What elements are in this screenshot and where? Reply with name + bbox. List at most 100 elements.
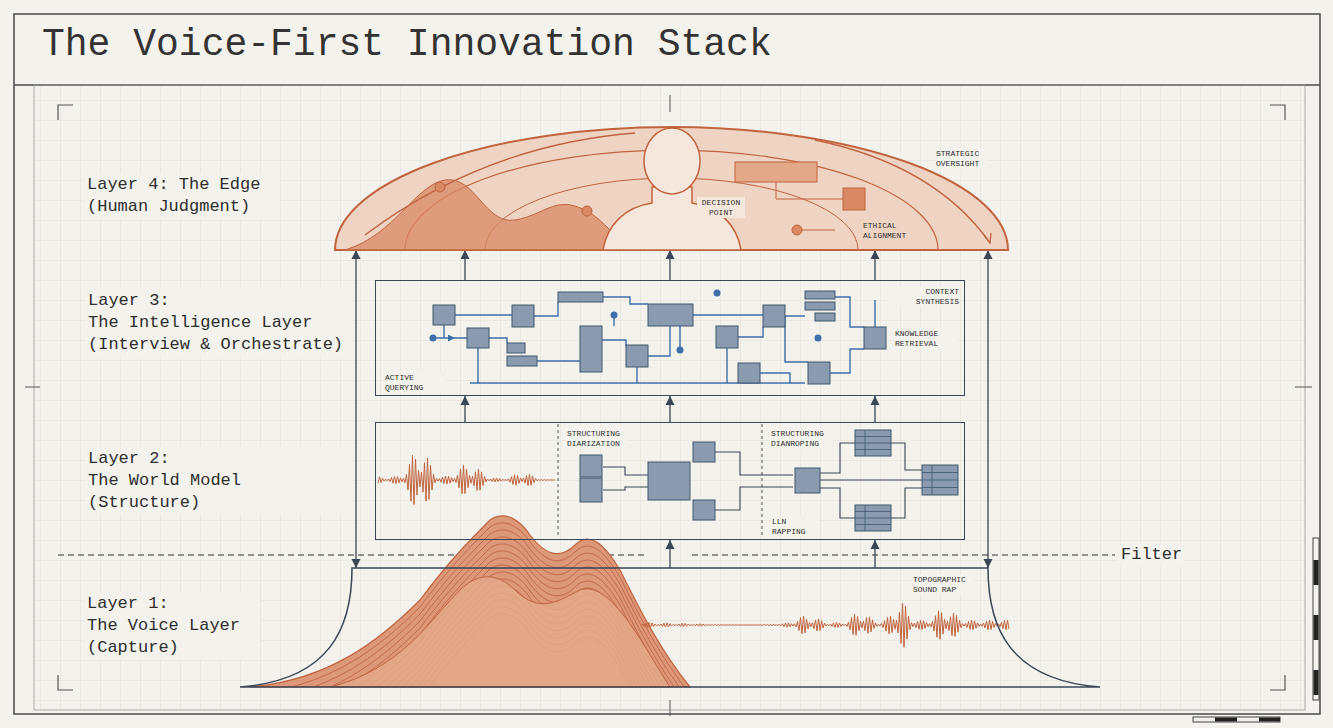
decor-rect (922, 465, 958, 495)
decor-path (250, 565, 690, 728)
decor-path (250, 523, 690, 694)
layer-mound: Layer 1:The Voice Layer (Capture)TOPOGRA… (240, 568, 1100, 687)
connector-arrow (874, 540, 875, 568)
decor-rect (855, 430, 891, 456)
decor-rect (507, 343, 525, 353)
decor-line (855, 449, 891, 450)
decor-path (25, 95, 1312, 716)
connector-arrow (669, 396, 670, 422)
decor-rect (648, 462, 690, 500)
decor-rect (14, 14, 1320, 714)
decor-rect (808, 362, 830, 384)
decor-line (865, 505, 866, 531)
callout-label: KNOWLEDGE RETRIEVAL (894, 328, 958, 349)
decor-rect (580, 455, 602, 477)
decor-line (932, 465, 933, 495)
decor-path (378, 455, 555, 504)
decor-path (984, 233, 991, 243)
decor-path (335, 127, 1008, 250)
decor-path (345, 180, 635, 250)
decor-path (58, 105, 1285, 690)
decor-circle (611, 312, 618, 319)
decor-rect (763, 305, 785, 327)
decor-rect (433, 305, 455, 325)
decor-rect (507, 356, 537, 366)
decor-rect (805, 291, 835, 299)
decor-rect (795, 468, 820, 493)
connector-arrow (874, 250, 875, 280)
decor-rect (855, 505, 891, 531)
decor-circle (815, 335, 822, 342)
layer-heading: Layer 3: (85, 289, 351, 313)
decor-line (855, 524, 891, 525)
connector-arrow (355, 250, 356, 568)
decor-rect (580, 326, 602, 372)
decor-rect (626, 345, 648, 367)
decor-rect (467, 328, 489, 348)
decor-path (558, 424, 762, 538)
layer-box: Layer 2:The World Model (Structure)STRUC… (375, 422, 965, 540)
callout-label: STRUCTURING DIARIZATION (566, 428, 628, 449)
decor-path (776, 182, 843, 199)
layer-heading: Layer 2: (85, 447, 351, 471)
decor-path (250, 558, 690, 728)
callout-label: LLN RAPPING (771, 516, 818, 537)
callout-label: TOPOGRAPHIC SOUND RAP (912, 574, 974, 595)
decor-g (580, 442, 820, 520)
decor-circle (714, 290, 721, 297)
layer-box: Layer 3:The Intelligence Layer (Intervie… (375, 280, 965, 396)
decor-path (1215, 718, 1280, 722)
decor-circle (430, 335, 437, 342)
decor-rect (580, 478, 602, 502)
decor-rect (693, 500, 715, 520)
decor-line (922, 472, 958, 473)
decor-rect (815, 313, 835, 321)
callout-label: STRUCTURING DIANROPING (770, 428, 832, 449)
layer-title: The Voice Layer (Capture) (84, 614, 260, 660)
decor-rect (843, 188, 865, 210)
decor-rect (34, 85, 1305, 710)
callout-label: ACTIVE QUERYING (384, 372, 446, 393)
decor-rect (512, 305, 534, 327)
decor-path (640, 603, 1009, 647)
decor-g (430, 290, 822, 354)
decor-path (365, 133, 635, 235)
decor-path (330, 577, 670, 687)
decor-path (802, 230, 835, 231)
decor-circle (435, 182, 445, 192)
decor-line (855, 436, 891, 437)
connector-arrow (464, 250, 465, 280)
decor-path (250, 530, 690, 701)
decor-g (433, 291, 886, 384)
decor-rect (738, 363, 760, 383)
decor-rect (1193, 717, 1280, 722)
decor-rect (735, 162, 817, 182)
decor-path (815, 140, 990, 243)
decor-rect (648, 304, 693, 326)
decor-path (250, 551, 690, 722)
decor-g (855, 430, 958, 531)
decor-circle (792, 225, 802, 235)
decor-line (922, 487, 958, 488)
decor-path (250, 544, 690, 715)
decor-rect (805, 302, 835, 310)
decor-ellipse (644, 128, 700, 194)
decor-line (922, 480, 958, 481)
decor-g (250, 523, 690, 728)
decor-rect (693, 442, 715, 462)
decor-line (865, 430, 866, 456)
decor-path (1314, 560, 1319, 695)
callout-label: CONTEXT SYNTHESIS (888, 286, 960, 307)
decor-rect (558, 292, 603, 302)
connector-arrow (669, 540, 670, 568)
decor-path (240, 568, 1100, 687)
callout-label: DECISION POINT (697, 197, 745, 218)
layer-heading: Layer 4: The Edge (Human Judgment) (84, 173, 280, 219)
layer-title: The Intelligence Layer (Interview & Orch… (85, 311, 351, 357)
decor-path (250, 572, 690, 728)
decor-circle (582, 206, 592, 216)
connector-arrow (987, 250, 988, 568)
decor-rect (716, 326, 738, 348)
filter-label: Filter (1118, 544, 1185, 566)
